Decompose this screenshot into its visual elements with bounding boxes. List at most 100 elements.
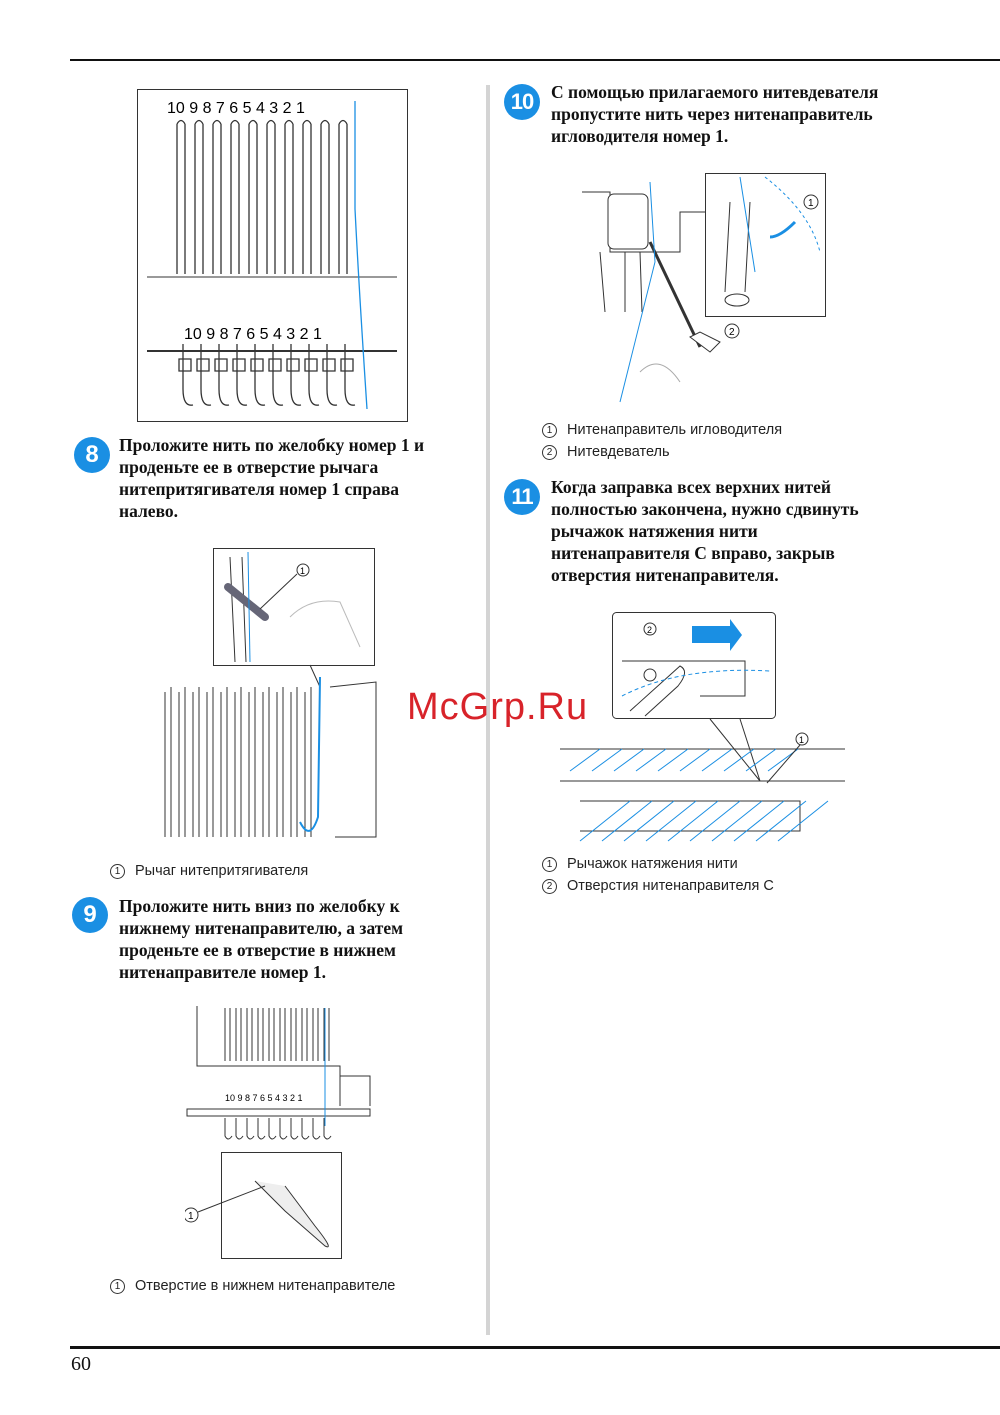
watermark: McGrp.Ru xyxy=(407,686,589,728)
caption-text: Рычаг нитепритягивателя xyxy=(135,863,309,879)
bottom-rule xyxy=(70,1346,1000,1349)
caption-number: 1 xyxy=(542,423,557,438)
line-art xyxy=(232,344,248,406)
step-9-line: проденьте ее в отверстие в нижнем xyxy=(119,940,396,960)
line-art xyxy=(286,344,302,406)
callout-1: 1 xyxy=(808,198,814,209)
step-9-line: нитенаправителе номер 1. xyxy=(119,962,326,982)
step-10-line: С помощью прилагаемого нитевдевателя xyxy=(551,82,879,102)
step-10-line: игловодителя номер 1. xyxy=(551,126,729,146)
page-number: 60 xyxy=(71,1353,91,1375)
line-art xyxy=(212,119,222,274)
figure-take-up-lever-threading: 1 xyxy=(164,548,377,838)
line-art xyxy=(701,748,763,842)
line-art xyxy=(214,344,230,406)
line-art xyxy=(176,119,186,274)
line-art xyxy=(290,1008,299,1140)
figure-3-caption: 1 Отверстие в нижнем нитенаправителе xyxy=(110,1275,395,1297)
caption-number: 1 xyxy=(110,1279,125,1294)
line-art xyxy=(268,1008,277,1140)
caption-text: Нитевдеватель xyxy=(567,444,670,460)
top-rule xyxy=(70,59,1000,61)
line-art xyxy=(340,344,356,406)
line-art xyxy=(338,119,348,274)
caption-text: Отверстие в нижнем нитенаправителе xyxy=(135,1278,396,1294)
line-art xyxy=(224,1008,233,1140)
step-8-badge: 8 xyxy=(74,437,110,473)
caption-number: 2 xyxy=(542,879,557,894)
line-art xyxy=(284,119,294,274)
line-art xyxy=(178,344,194,406)
line-art xyxy=(262,687,270,837)
line-art xyxy=(235,1008,244,1140)
step-11-line: рычажок натяжения нити xyxy=(551,521,758,541)
step-8-line: проденьте ее в отверстие рычага xyxy=(119,457,379,477)
line-art xyxy=(569,748,631,842)
line-art xyxy=(767,748,829,842)
line-art xyxy=(723,748,785,842)
line-art xyxy=(302,119,312,274)
line-art xyxy=(304,687,312,837)
figure-4-caption-2: 2 Нитевдеватель xyxy=(542,441,670,463)
line-art xyxy=(234,687,242,837)
caption-number: 2 xyxy=(542,445,557,460)
step-11-text: Когда заправка всех верхних нитей полнос… xyxy=(551,476,859,586)
line-art xyxy=(679,748,741,842)
lever-numbers-top: 10 9 8 7 6 5 4 3 2 1 xyxy=(167,100,305,117)
figure-thread-take-up-levers: 10 9 8 7 6 5 4 3 2 1 10 9 8 7 6 5 4 3 2 … xyxy=(137,89,408,422)
step-10-line: пропустите нить через нитенаправитель xyxy=(551,104,873,124)
line-art xyxy=(304,344,320,406)
line-art xyxy=(194,119,204,274)
line-art xyxy=(248,119,258,274)
step-11-line: нитенаправителя С вправо, закрыв xyxy=(551,543,835,563)
step-11-line: отверстия нитенаправителя. xyxy=(551,565,779,585)
line-art xyxy=(266,119,276,274)
line-art xyxy=(613,748,675,842)
line-art xyxy=(196,344,212,406)
callout-1: 1 xyxy=(799,735,804,745)
step-11-line: полностью закончена, нужно сдвинуть xyxy=(551,499,859,519)
line-art xyxy=(257,1008,266,1140)
caption-number: 1 xyxy=(542,857,557,872)
step-8-line: Проложите нить по желобку номер 1 и xyxy=(119,435,425,455)
line-art xyxy=(591,748,653,842)
figure-5-caption-2: 2 Отверстия нитенаправителя С xyxy=(542,875,774,897)
line-art xyxy=(657,748,719,842)
line-art xyxy=(178,687,186,837)
figure-lower-thread-guide: 10 9 8 7 6 5 4 3 2 1 1 xyxy=(185,1006,371,1259)
callout-1: 1 xyxy=(188,1211,194,1222)
step-10-text: С помощью прилагаемого нитевдевателя про… xyxy=(551,81,878,147)
line-art xyxy=(276,687,284,837)
caption-number: 1 xyxy=(110,864,125,879)
caption-text: Нитенаправитель игловодителя xyxy=(567,422,783,438)
line-art xyxy=(745,748,807,842)
line-art xyxy=(279,1008,288,1140)
guide-numbers-bottom: 10 9 8 7 6 5 4 3 2 1 xyxy=(184,326,322,343)
line-art xyxy=(323,1008,332,1140)
caption-text: Отверстия нитенаправителя С xyxy=(567,878,774,894)
figure-2-caption: 1 Рычаг нитепритягивателя xyxy=(110,860,308,882)
figure-needle-bar-threader: 1 2 xyxy=(582,173,826,403)
step-9-text: Проложите нить вниз по желобку к нижнему… xyxy=(119,895,403,983)
step-8-line: налево. xyxy=(119,501,179,521)
column-divider xyxy=(486,85,490,1335)
callout-1: 1 xyxy=(300,566,305,576)
line-art xyxy=(635,748,697,842)
figure-4-caption-1: 1 Нитенаправитель игловодителя xyxy=(542,419,782,441)
line-art xyxy=(230,119,240,274)
line-art xyxy=(268,344,284,406)
step-9-line: нижнему нитенаправителю, а затем xyxy=(119,918,404,938)
step-11-line: Когда заправка всех верхних нитей xyxy=(551,477,831,497)
figure-thread-guide-c-lever: 2 1 xyxy=(560,612,845,842)
line-art xyxy=(220,687,228,837)
callout-2: 2 xyxy=(647,625,652,635)
step-11-badge: 11 xyxy=(504,479,540,515)
line-art xyxy=(322,344,338,406)
step-9-badge: 9 xyxy=(72,897,108,933)
callout-2: 2 xyxy=(729,327,735,338)
line-art xyxy=(164,687,172,837)
line-art xyxy=(312,1008,321,1140)
line-art xyxy=(250,344,266,406)
line-art xyxy=(290,687,298,837)
line-art xyxy=(301,1008,310,1140)
